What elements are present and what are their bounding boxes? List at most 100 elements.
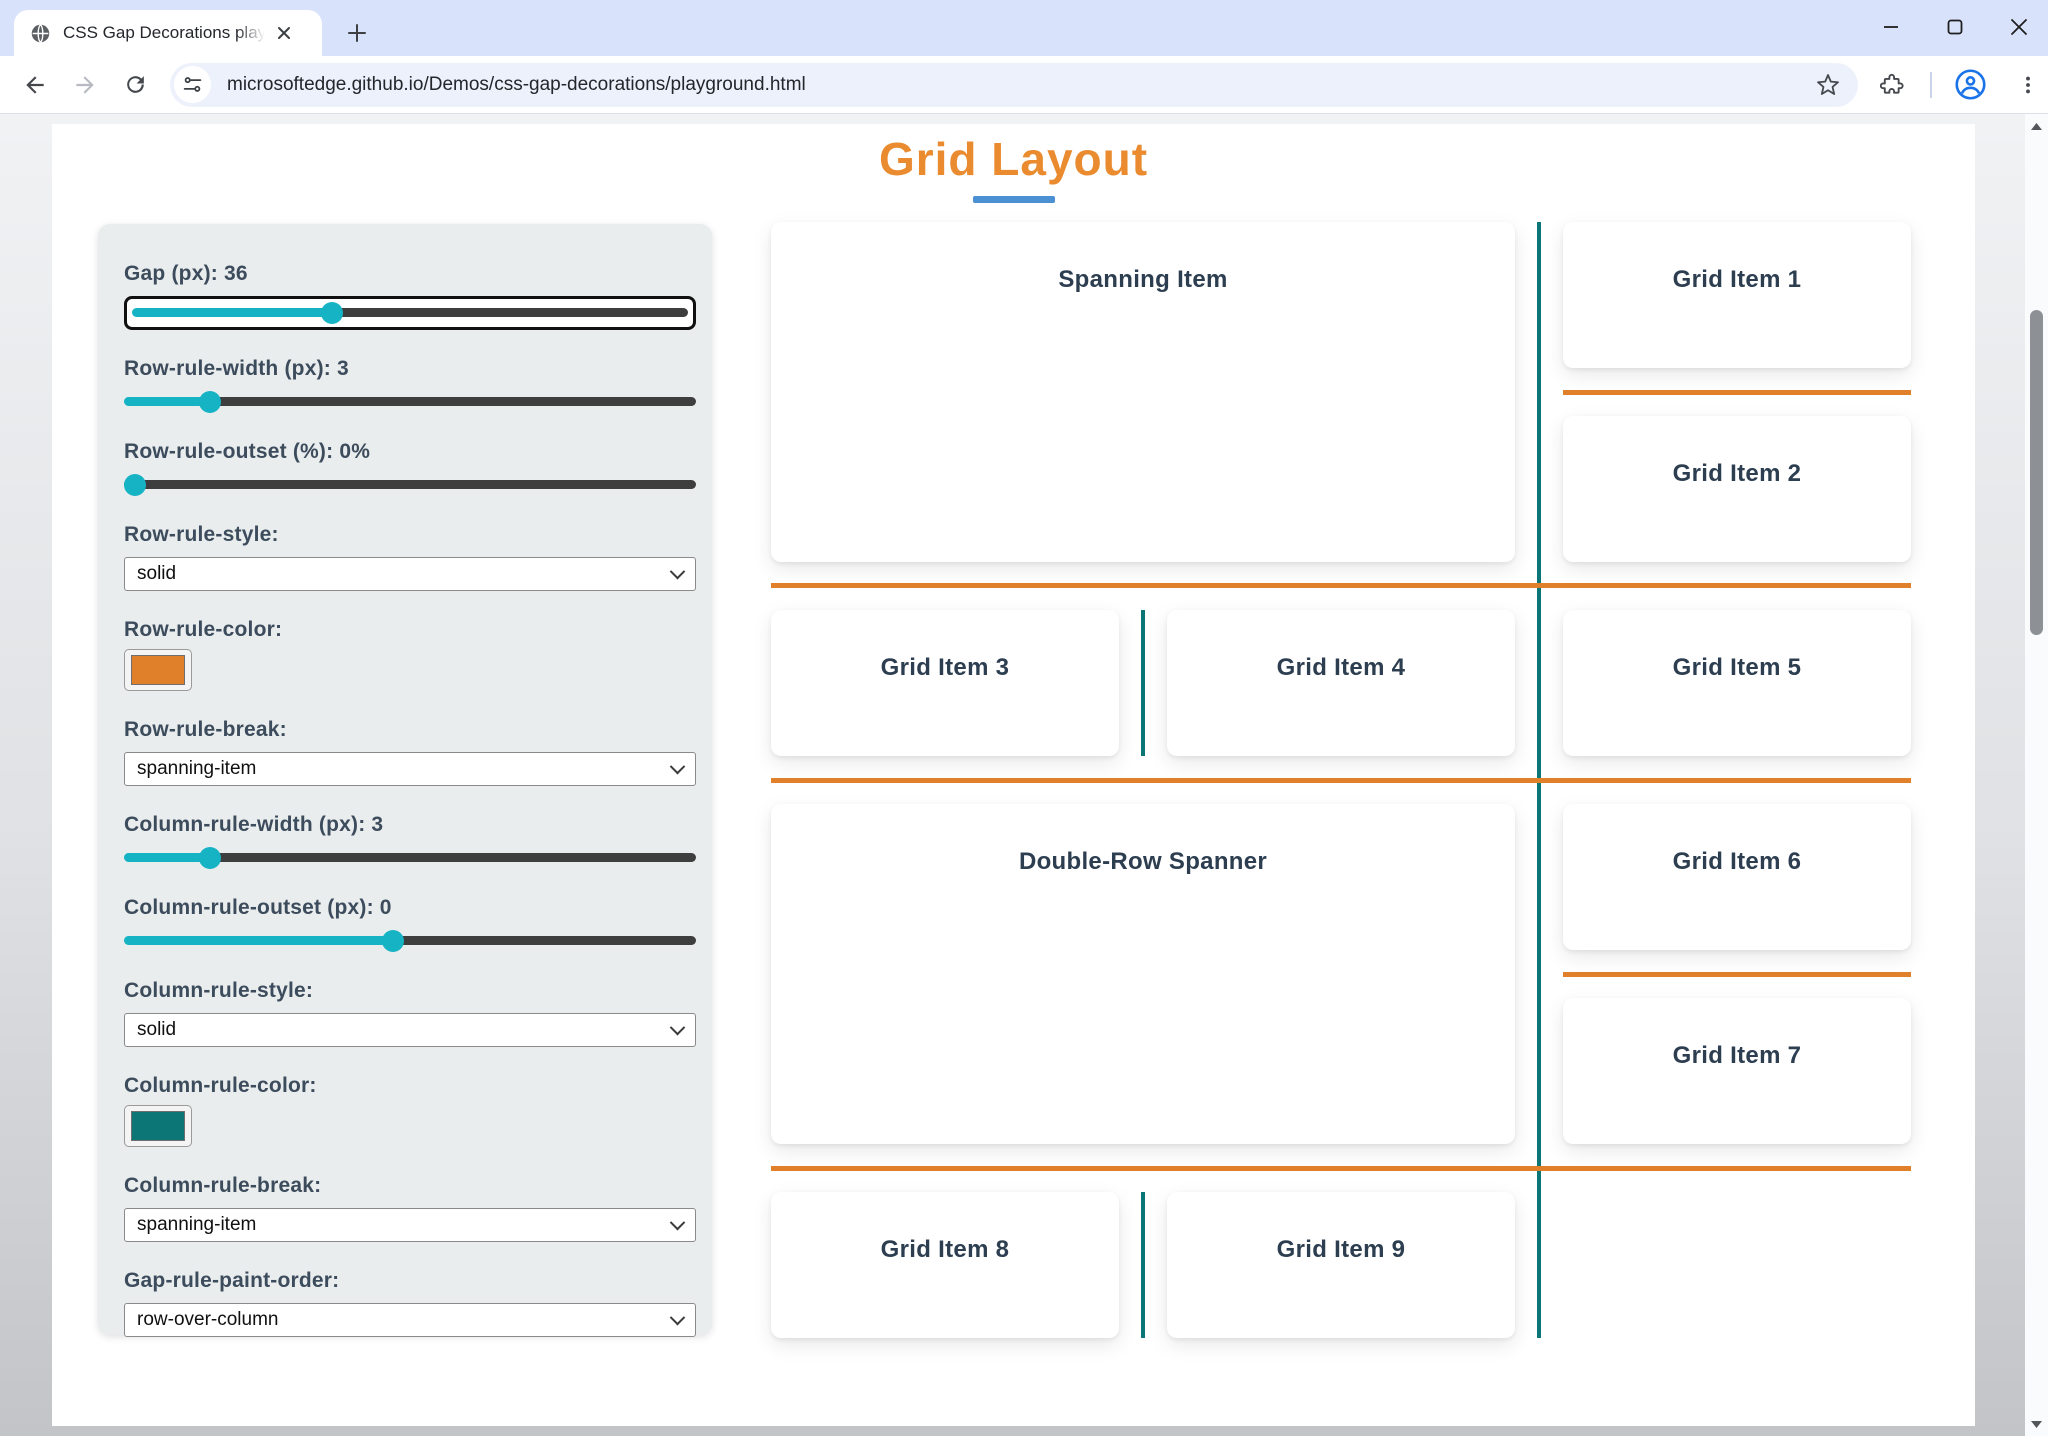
slider-track[interactable] [124,936,696,945]
row-rule-width-slider[interactable] [124,391,696,413]
row-rule-color-label: Row-rule-color: [124,618,283,641]
grid-item-card: Grid Item 7 [1563,998,1911,1144]
browser-tab[interactable]: CSS Gap Decorations playgroun [14,10,322,56]
column-rule-style-select[interactable]: solid [124,1013,696,1047]
address-bar[interactable]: microsoftedge.github.io/Demos/css-gap-de… [170,62,1858,107]
grid-item-card: Grid Item 4 [1167,610,1515,756]
select-value: solid [137,1019,177,1040]
slider-track[interactable] [132,308,688,317]
gap-rule-paint-order-label: Gap-rule-paint-order: [124,1269,340,1292]
back-icon[interactable] [12,62,58,108]
profile-avatar-icon[interactable] [1950,65,1990,105]
column-rule-width-slider[interactable] [124,847,696,869]
url-text[interactable]: microsoftedge.github.io/Demos/css-gap-de… [227,73,806,95]
toolbar-separator [1930,71,1932,98]
grid-item-card: Grid Item 6 [1563,804,1911,950]
chevron-down-icon [669,1309,686,1325]
new-tab-plus-icon[interactable] [338,14,376,52]
extensions-puzzle-icon[interactable] [1872,65,1912,105]
browser-toolbar: microsoftedge.github.io/Demos/css-gap-de… [0,56,2048,114]
column-rule-width-label: Column-rule-width (px): 3 [124,813,384,836]
column-rule [1141,1192,1145,1338]
column-rule-color-label: Column-rule-color: [124,1074,317,1097]
close-window-icon[interactable] [2000,8,2038,46]
slider-thumb[interactable] [321,302,344,324]
gap-label: Gap (px): 36 [124,262,248,285]
tab-close-icon[interactable] [269,18,299,48]
vertical-scrollbar[interactable] [2025,114,2048,1436]
gap-rule-paint-order-select[interactable]: row-over-column [124,1303,696,1337]
gap-slider[interactable] [132,302,688,324]
grid-item-card: Double-Row Spanner [771,804,1515,1144]
row-rule [1563,390,1911,395]
column-rule-style-label: Column-rule-style: [124,979,314,1002]
row-rule-style-label: Row-rule-style: [124,523,279,546]
page-content: Grid Layout Gap (px): 36 Row-rule-width … [52,124,1975,1426]
row-rule-width-group: Row-rule-width (px): 3 [124,355,696,413]
row-rule-color-group: Row-rule-color: [124,616,696,691]
column-rule-outset-slider[interactable] [124,930,696,952]
slider-thumb[interactable] [198,391,221,413]
column-rule-width-group: Column-rule-width (px): 3 [124,811,696,869]
slider-track[interactable] [124,397,696,406]
browser-menu-kebab-icon[interactable] [2008,65,2048,105]
grid-item-card: Grid Item 5 [1563,610,1911,756]
grid-item-card: Grid Item 3 [771,610,1119,756]
row-rule-color-picker[interactable] [124,649,192,691]
column-rule [1141,610,1145,756]
select-value: solid [137,563,177,584]
tab-title: CSS Gap Decorations playgroun [63,23,269,42]
gap-rule-paint-order-group: Gap-rule-paint-order: row-over-column [124,1267,696,1337]
title-underline [972,196,1055,203]
maximize-icon[interactable] [1936,8,1974,46]
grid-item-card: Grid Item 1 [1563,222,1911,368]
row-rule-break-select[interactable]: spanning-item [124,752,696,786]
slider-track[interactable] [124,480,696,489]
bookmark-star-icon[interactable] [1810,67,1846,103]
scrollbar-thumb[interactable] [2030,310,2043,635]
page-header: Grid Layout [52,132,1975,203]
column-rule-outset-group: Column-rule-outset (px): 0 [124,894,696,952]
slider-track[interactable] [124,853,696,862]
grid-item-card: Grid Item 2 [1563,416,1911,562]
row-rule-outset-label: Row-rule-outset (%): 0% [124,440,371,463]
gap-slider-focus-ring [124,296,696,330]
column-rule-break-select[interactable]: spanning-item [124,1208,696,1242]
page-title: Grid Layout [878,133,1149,185]
row-rule-break-label: Row-rule-break: [124,718,287,741]
row-rule-break-group: Row-rule-break: spanning-item [124,716,696,786]
toolbar-right-cluster [1872,65,2048,105]
chevron-down-icon [669,1019,686,1035]
scroll-down-icon[interactable] [2025,1414,2048,1434]
site-info-tune-icon[interactable] [174,66,211,103]
select-value: row-over-column [137,1309,279,1330]
reload-icon[interactable] [112,62,158,108]
column-rule-break-label: Column-rule-break: [124,1174,322,1197]
row-rule-style-group: Row-rule-style: solid [124,521,696,591]
column-rule-break-group: Column-rule-break: spanning-item [124,1172,696,1242]
forward-icon[interactable] [62,62,108,108]
grid-item-card: Spanning Item [771,222,1515,562]
tab-strip: CSS Gap Decorations playgroun [0,0,2048,56]
column-rule-color-group: Column-rule-color: [124,1072,696,1147]
column-rule-color-picker[interactable] [124,1105,192,1147]
scroll-up-icon[interactable] [2025,116,2048,136]
row-rule [771,583,1911,588]
column-rule-style-group: Column-rule-style: solid [124,977,696,1047]
color-swatch [131,1111,185,1141]
slider-thumb[interactable] [381,930,404,952]
page-viewport: Grid Layout Gap (px): 36 Row-rule-width … [0,114,2048,1436]
row-rule-outset-slider[interactable] [124,474,696,496]
controls-panel: Gap (px): 36 Row-rule-width (px): 3 Row-… [98,224,712,1337]
slider-thumb[interactable] [198,847,221,869]
row-rule-width-label: Row-rule-width (px): 3 [124,357,349,380]
row-rule-style-select[interactable]: solid [124,557,696,591]
grid-item-card: Grid Item 8 [771,1192,1119,1338]
color-swatch [131,655,185,685]
slider-thumb[interactable] [124,474,146,496]
chevron-down-icon [669,758,686,774]
minimize-icon[interactable] [1872,8,1910,46]
column-rule-outset-label: Column-rule-outset (px): 0 [124,896,392,919]
row-rule-outset-group: Row-rule-outset (%): 0% [124,438,696,496]
